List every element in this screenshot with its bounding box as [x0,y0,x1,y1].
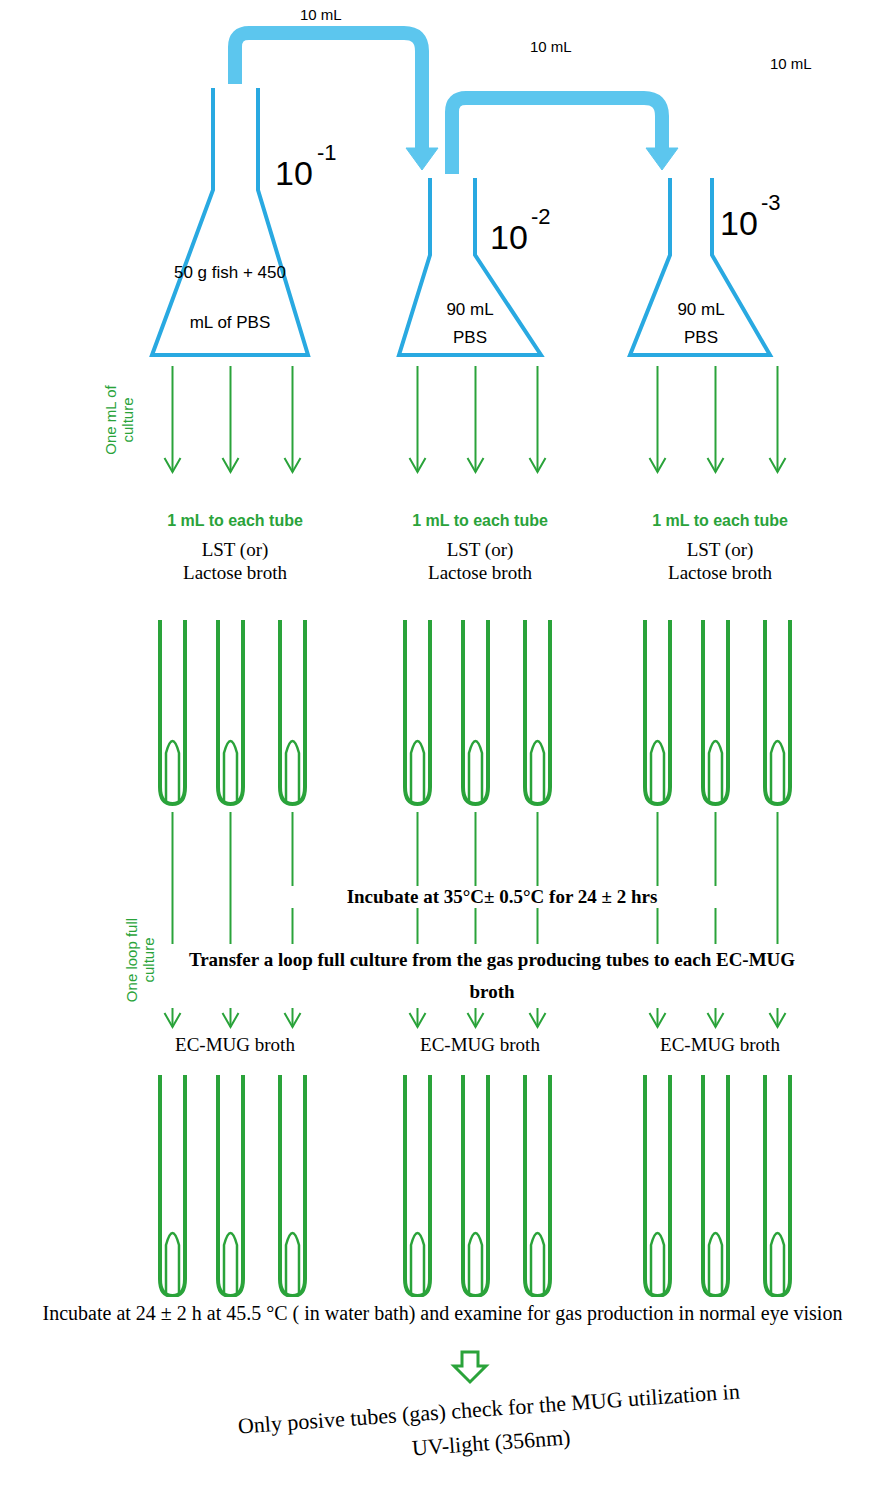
connector-label: 1 mL to each tube [615,512,825,530]
side-note: One mL of culture [101,373,135,468]
flask-content: 90 mL PBS [433,296,507,352]
dilution-exponent: -1 [317,140,337,166]
connector [410,366,546,472]
tube-set: LST (or) Lactose broth [635,538,805,806]
tube-set: EC-MUG broth [150,1033,320,1301]
dilution-exponent: -2 [531,204,551,230]
volume-note: 10 mL [770,55,860,72]
connector [235,33,438,170]
connector [650,366,786,472]
broth-name: LST (or) Lactose broth [415,538,545,584]
tube-set: LST (or) Lactose broth [150,538,320,806]
dilution-flask: 10-150 g fish + 450 mL of PBS [150,88,310,358]
step-note: Incubate at 35°C± 0.5°C for 24 ± 2 hrs [240,886,764,908]
side-note: One loop full culture [123,903,157,1017]
tube-set: LST (or) Lactose broth [395,538,565,806]
tube-drawing [150,1075,320,1301]
connector [452,98,678,174]
dilution-exponent-base: 10 [720,204,758,243]
step-note: Incubate at 24 ± 2 h at 45.5 °C ( in wat… [4,1297,881,1329]
tube-drawing [150,620,320,809]
dilution-exponent: -3 [761,190,781,216]
connector [165,366,301,472]
tube-drawing [635,620,805,809]
connector-label: 1 mL to each tube [130,512,340,530]
dilution-exponent-base: 10 [490,218,528,257]
broth-name: LST (or) Lactose broth [655,538,785,584]
connector-label: 10 mL [300,6,380,23]
tube-drawing [395,1075,565,1301]
tube-drawing [635,1075,805,1301]
final-note: Only posive tubes (gas) check for the MU… [228,1374,751,1478]
broth-name: EC-MUG broth [635,1033,805,1056]
broth-name: LST (or) Lactose broth [170,538,300,584]
dilution-flask: 10-390 mL PBS [628,178,772,358]
tube-drawing [395,620,565,809]
flask-content: 50 g fish + 450 mL of PBS [168,248,292,348]
down-arrow [454,1352,486,1382]
connector-label: 1 mL to each tube [375,512,585,530]
tube-set: EC-MUG broth [635,1033,805,1301]
connector-label: 10 mL [530,38,610,55]
step-note: Transfer a loop full culture from the ga… [170,944,814,1008]
tube-set: EC-MUG broth [395,1033,565,1301]
dilution-flask: 10-290 mL PBS [397,178,543,358]
dilution-exponent-base: 10 [275,154,313,193]
flask-content: 90 mL PBS [664,296,738,352]
broth-name: EC-MUG broth [150,1033,320,1056]
broth-name: EC-MUG broth [395,1033,565,1056]
